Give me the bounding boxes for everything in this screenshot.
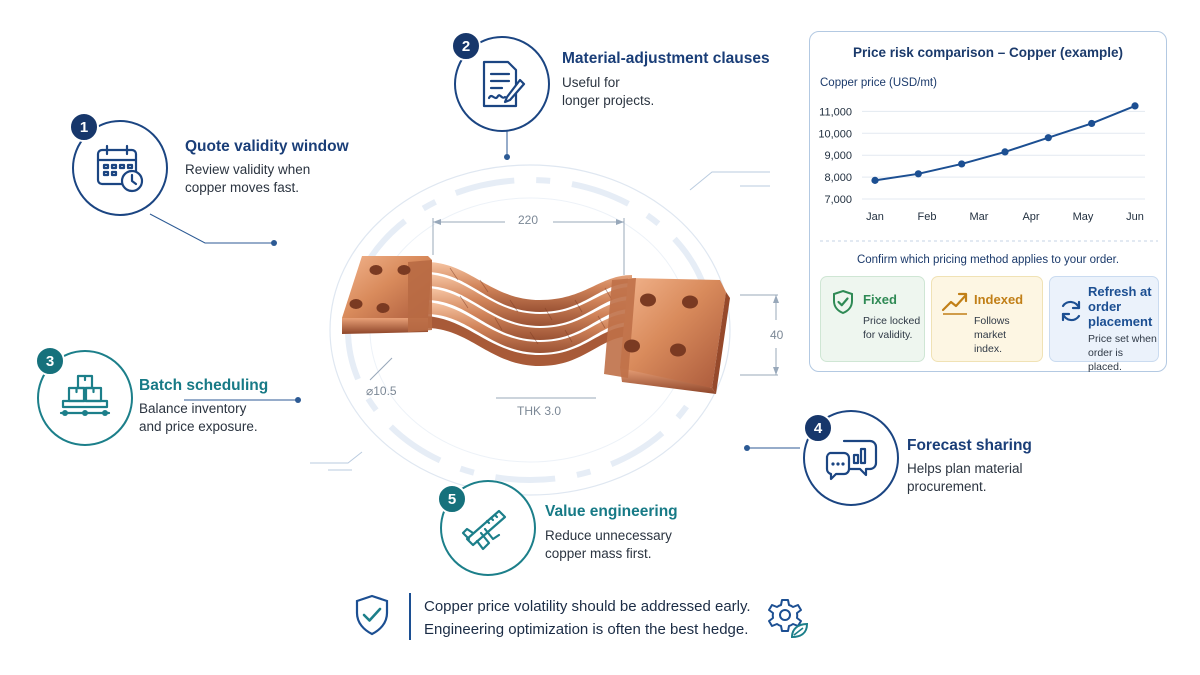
x-tick-label: Feb <box>918 211 937 223</box>
data-point <box>958 160 966 168</box>
bottom-note: Copper price volatility should be addres… <box>424 598 751 638</box>
shield-check-icon <box>833 289 853 315</box>
price-line <box>874 104 1136 182</box>
chart-title: Price risk comparison – Copper (example) <box>852 45 1124 60</box>
chat-chart-icon <box>825 439 878 481</box>
feature-2-badge: 2 <box>451 31 481 61</box>
x-tick-label: May <box>1073 211 1094 223</box>
connector-lines <box>149 124 800 449</box>
note-divider <box>409 593 411 640</box>
data-point <box>1088 119 1096 128</box>
price-risk-panel: Price risk comparison – Copper (example)… <box>809 31 1167 373</box>
x-tick-label: Apr <box>1022 211 1039 223</box>
feature-2-title: Material-adjustment clauses <box>562 50 770 67</box>
copper-busbar <box>342 256 730 394</box>
data-point <box>914 170 922 178</box>
feature-1-title: Quote validity window <box>185 138 349 155</box>
y-tick-label: 11,000 <box>819 106 852 118</box>
feature-4-title: Forecast sharing <box>907 437 1032 454</box>
feature-5-title: Value engineering <box>545 503 678 520</box>
document-signature-icon <box>482 60 526 108</box>
y-tick-label: 10,000 <box>818 128 852 140</box>
feature-3-ring <box>37 350 133 446</box>
data-point <box>871 176 879 184</box>
feature-2-ring <box>454 36 550 132</box>
feature-5-ring <box>440 480 536 576</box>
feature-5-badge: 5 <box>437 484 467 514</box>
chart-y-axis-label: Copper price (USD/mt) <box>820 77 937 89</box>
tech-lines <box>310 171 770 471</box>
gear-leaf-icon <box>768 599 809 639</box>
y-tick-label: 8,000 <box>824 172 852 184</box>
x-tick-label: Mar <box>970 211 989 223</box>
dimension-height: 40 <box>770 328 784 342</box>
calendar-clock-icon <box>96 144 144 193</box>
data-point <box>1044 134 1052 142</box>
x-tick-label: Jun <box>1126 211 1144 223</box>
connector-dots <box>271 154 750 451</box>
dimension-hole: ⌀10.5 <box>366 384 397 398</box>
pricing-card-title: Fixed <box>863 292 897 307</box>
caliper-icon <box>461 509 507 551</box>
data-point <box>1001 148 1009 156</box>
dimension-length: 220 <box>518 213 539 227</box>
trend-up-icon <box>941 292 968 315</box>
dimension-thickness: THK 3.0 <box>517 404 562 418</box>
pallet-boxes-icon <box>59 374 111 416</box>
braided-strands <box>426 262 632 366</box>
y-tick-label: 9,000 <box>824 150 852 162</box>
x-tick-label: Jan <box>866 211 884 223</box>
feature-1-badge: 1 <box>69 112 99 142</box>
shield-check-icon <box>355 594 389 636</box>
feature-4-badge: 4 <box>803 413 833 443</box>
refresh-icon <box>1061 300 1081 322</box>
pricing-card-title: Indexed <box>974 292 1024 307</box>
feature-3-title: Batch scheduling <box>139 377 269 394</box>
feature-3-badge: 3 <box>35 346 65 376</box>
decor-ring-outer <box>329 164 731 496</box>
y-tick-label: 7,000 <box>824 194 852 206</box>
confirm-pricing-text: Confirm which pricing method applies to … <box>856 254 1120 266</box>
data-point <box>1131 102 1139 110</box>
